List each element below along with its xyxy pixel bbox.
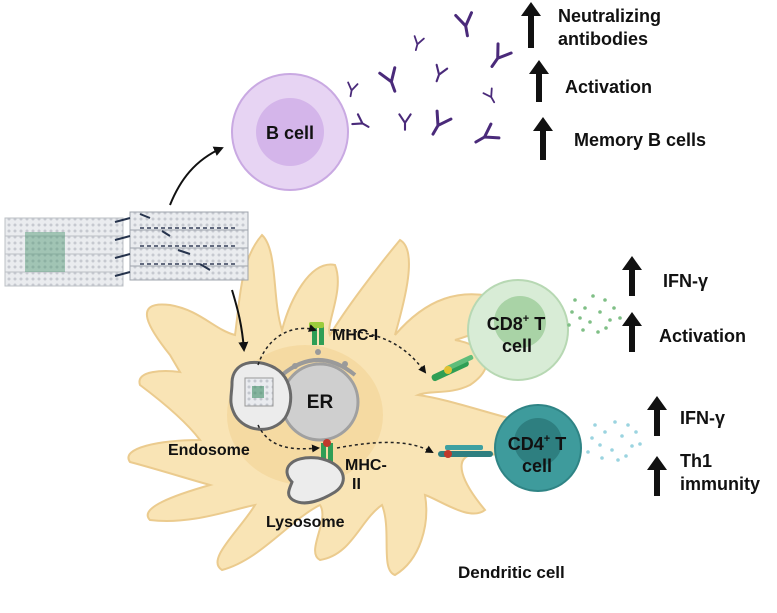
mhc-i-pathway: [257, 324, 317, 366]
lysosome-organelle: [285, 456, 345, 505]
antibody-icon: [482, 87, 496, 104]
svg-text:Neutralizing: Neutralizing: [558, 6, 661, 26]
mhc-i-to-surface-pathway: [329, 329, 427, 374]
tcr-mhc-ii-synapse: [438, 445, 493, 458]
mhc-ii-label-line2: II: [352, 476, 361, 493]
nanoparticle-stack-icon: [4, 211, 249, 287]
mhc-ii-to-surface-pathway: [336, 441, 434, 453]
cd8-outcome-ifn-gamma: IFN-γ: [622, 256, 708, 296]
cd4-ifn-dots: [586, 420, 642, 462]
up-arrow-icon: [529, 60, 549, 102]
antibody-icon: [398, 113, 412, 131]
endosome-organelle: [229, 360, 293, 431]
up-arrow-icon: [622, 312, 642, 352]
cd8-outcome-activation: Activation: [622, 312, 746, 352]
antibody-icon: [474, 122, 501, 144]
svg-text:Activation: Activation: [659, 326, 746, 346]
cd4-label-line1: CD4+ T: [508, 433, 566, 454]
up-arrow-icon: [647, 456, 667, 496]
b-cell: B cell: [231, 73, 349, 191]
endosome-label: Endosome: [168, 442, 250, 459]
up-arrow-icon: [622, 256, 642, 296]
cd4-outcome-th1-immunity: Th1 immunity: [647, 451, 760, 496]
antibody-icon: [431, 109, 453, 136]
nanoparticle-to-b-cell-arrow: [169, 146, 224, 206]
svg-text:Activation: Activation: [565, 77, 652, 97]
cd4-label-line2: cell: [522, 456, 552, 476]
mhc-ii-label-line1: MHC-: [345, 457, 387, 474]
antibody-icon: [454, 11, 473, 38]
lysosome-label: Lysosome: [266, 514, 345, 531]
up-arrow-icon: [533, 117, 553, 160]
svg-text:Th1: Th1: [680, 451, 712, 471]
nanoparticle-to-endosome-arrow: [231, 289, 249, 352]
er-label: ER: [307, 392, 334, 413]
cd8-ifn-dots: [567, 294, 622, 334]
antibody-cluster: [347, 11, 513, 144]
mhc-i-label: MHC-I: [332, 327, 378, 344]
cd4-t-cell: CD4+ T cell: [494, 404, 582, 492]
cd4-outcome-ifn-gamma: IFN-γ: [647, 396, 725, 436]
antibody-icon: [351, 113, 370, 128]
tcr-mhc-i-synapse: [431, 354, 474, 382]
antibody-icon: [378, 66, 397, 93]
antibody-icon: [413, 35, 425, 52]
cd8-label-line2: cell: [502, 336, 532, 356]
antibody-icon: [490, 42, 513, 68]
up-arrow-icon: [521, 2, 541, 48]
svg-text:IFN-γ: IFN-γ: [680, 408, 725, 428]
dendritic-cell-label: Dendritic cell: [458, 563, 565, 582]
svg-text:antibodies: antibodies: [558, 29, 648, 49]
b-cell-outcome-memory-b-cells: Memory B cells: [533, 117, 706, 160]
b-cell-outcome-activation: Activation: [529, 60, 652, 102]
up-arrow-icon: [647, 396, 667, 436]
cd8-t-cell: CD8+ T cell: [467, 279, 569, 381]
b-cell-label: B cell: [266, 123, 314, 143]
antibody-icon: [347, 81, 359, 98]
cd8-label-line1: CD8+ T: [487, 313, 545, 334]
svg-text:Memory B cells: Memory B cells: [574, 130, 706, 150]
b-cell-outcome-neutralizing-antibodies: Neutralizing antibodies: [521, 2, 661, 49]
svg-text:immunity: immunity: [680, 474, 760, 494]
mhc-ii-icon: [321, 439, 333, 463]
mhc-ii-pathway: [257, 424, 320, 453]
antibody-icon: [435, 63, 449, 83]
svg-text:IFN-γ: IFN-γ: [663, 271, 708, 291]
